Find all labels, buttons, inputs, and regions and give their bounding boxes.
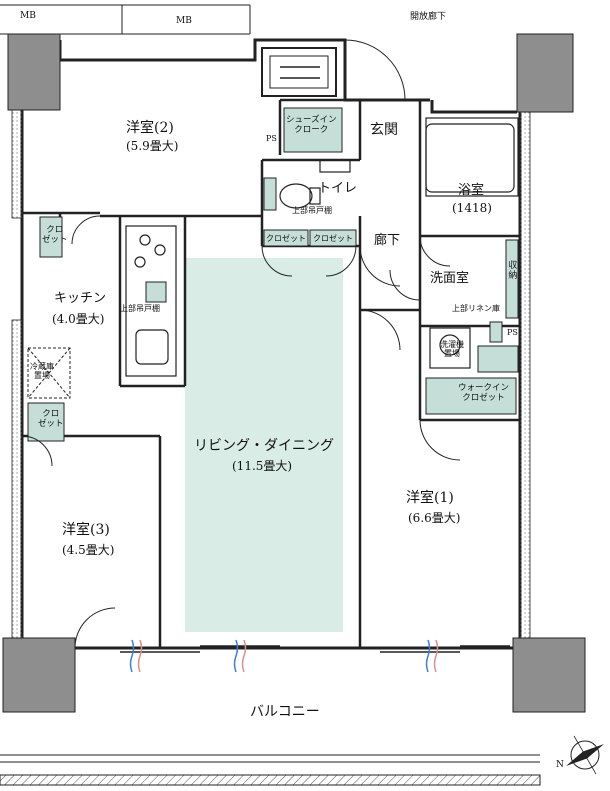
north-label: N [556,760,564,770]
ps-top-label: PS [266,134,277,143]
walkin-closet-label: ウォークイン クロゼット [458,383,510,403]
hallway-label: 廊下 [374,233,401,248]
mb-left-label: MB [20,11,36,21]
bedroom3-area: (4.5畳大) [62,543,115,557]
closet-left-top-label: クロ ゼット [42,225,68,245]
shoes-closet-label: シューズイン クローク [286,115,337,135]
kitchen-fixtures [125,225,177,377]
fridge-space-label: 冷蔵庫 置場 [30,362,54,381]
bathtub [425,117,519,197]
toilet-fixture [279,159,351,209]
structural-columns [2,33,586,713]
living-dining-label: リビング・ダイニング [194,438,334,454]
bedroom2-label: 洋室(2) [126,120,174,136]
living-area-fill [185,258,343,632]
storage-blocks [27,107,519,442]
linen-storage-label: 上部リネン庫 [452,304,500,313]
open-corridor-label: 開放廊下 [410,12,447,22]
bedroom1-label: 洋室(1) [406,490,454,506]
washer-space-label: 洗濯機 置場 [440,340,464,359]
bath-size: (1418) [452,201,492,215]
north-arrow-icon [565,735,605,775]
living-dining-area: (11.5畳大) [232,459,293,473]
bedroom3-label: 洋室(3) [62,522,110,538]
washroom-label: 洗面室 [430,271,470,286]
closet-left-mid-label: クロ ゼット [38,409,64,429]
toilet-label: トイレ [318,181,358,196]
airflow-markers [129,639,439,673]
fridge-space [27,347,71,399]
kitchen-area: (4.0畳大) [52,312,105,326]
ps-shaft [261,47,337,97]
bath-label: 浴室 [458,183,485,198]
balcony-rail [0,648,541,786]
kitchen-label: キッチン [54,291,107,306]
kitchen-cabinet-label: 上部吊戸棚 [120,304,160,313]
closet-a-label: クロゼット [266,234,306,243]
door-swings [21,215,461,649]
balcony-label: バルコニー [250,704,320,720]
mb-right-label: MB [176,16,192,26]
bedroom1-area: (6.6畳大) [408,511,461,525]
washer-fixture [429,327,471,369]
mb-strip [0,4,251,35]
vertical-storage-label: 収納 [506,260,517,280]
entrance-label: 玄関 [370,122,398,138]
bedroom2-area: (5.9畳大) [126,139,179,153]
toilet-cabinet-label: 上部吊戸棚 [292,206,332,215]
entrance-door-swing [344,39,406,101]
ps-right-label: PS [507,328,518,337]
closet-b-label: クロゼット [313,234,353,243]
